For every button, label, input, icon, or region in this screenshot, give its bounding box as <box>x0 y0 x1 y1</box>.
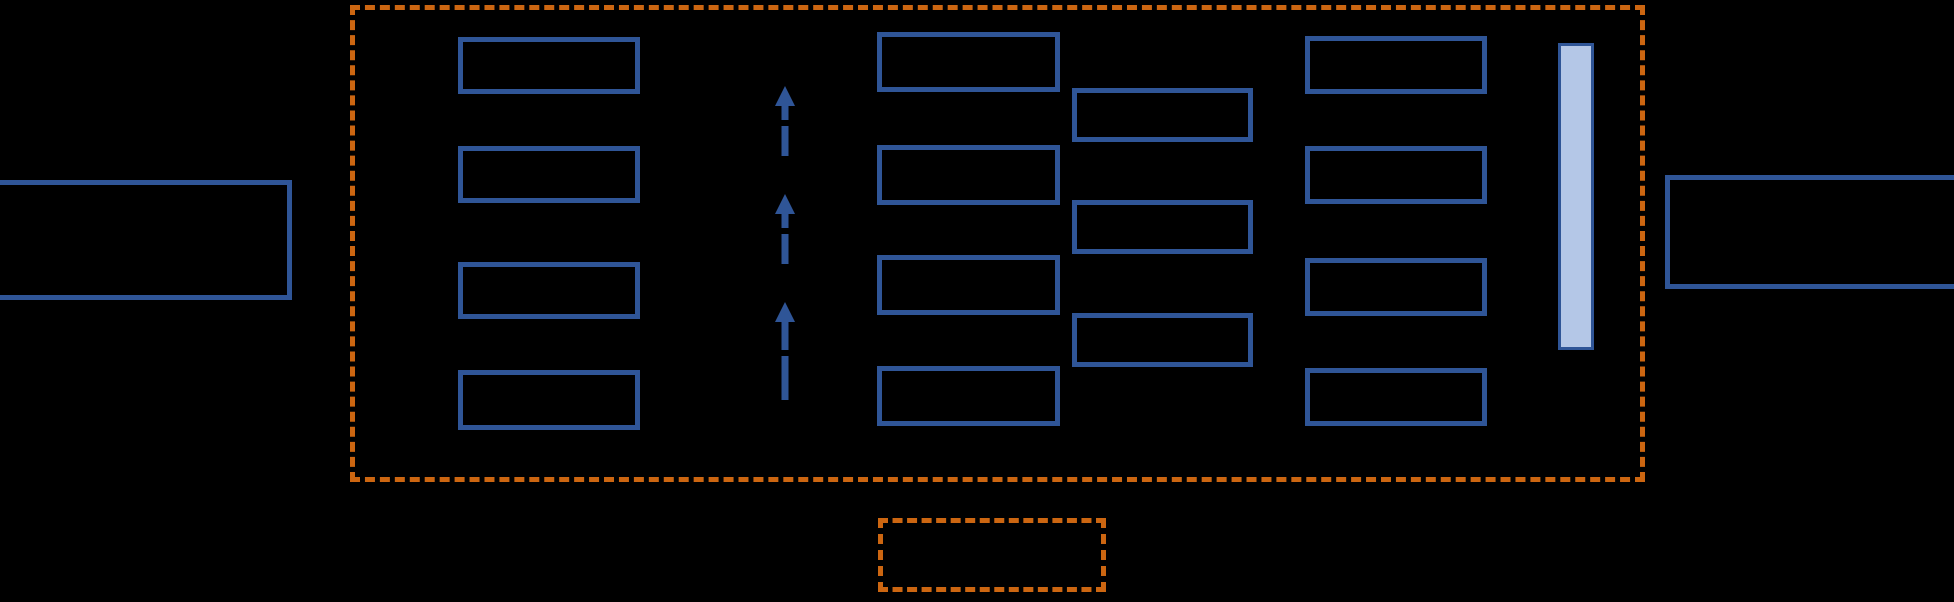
column-4-box-4[interactable] <box>1305 368 1487 426</box>
column-4-box-3[interactable] <box>1305 258 1487 316</box>
bottom-dashed-container[interactable] <box>878 518 1106 592</box>
column-2-box-4[interactable] <box>877 366 1060 426</box>
column-1-box-3[interactable] <box>458 262 640 319</box>
column-2-box-3[interactable] <box>877 255 1060 315</box>
vertical-bar[interactable] <box>1558 43 1594 350</box>
arrow-up-2-icon <box>770 192 800 264</box>
column-1-box-1[interactable] <box>458 37 640 94</box>
arrow-up-1-icon <box>770 84 800 156</box>
column-2-box-2[interactable] <box>877 145 1060 205</box>
column-2-box-1[interactable] <box>877 32 1060 92</box>
arrow-up-3-icon <box>770 300 800 400</box>
column-3-box-2[interactable] <box>1072 200 1253 254</box>
external-node-right[interactable] <box>1665 175 1954 289</box>
column-3-box-1[interactable] <box>1072 88 1253 142</box>
column-4-box-2[interactable] <box>1305 146 1487 204</box>
column-3-box-3[interactable] <box>1072 313 1253 367</box>
column-1-box-2[interactable] <box>458 146 640 203</box>
external-node-left[interactable] <box>0 180 292 300</box>
column-4-box-1[interactable] <box>1305 36 1487 94</box>
outer-dashed-container[interactable] <box>350 5 1645 482</box>
column-1-box-4[interactable] <box>458 370 640 430</box>
